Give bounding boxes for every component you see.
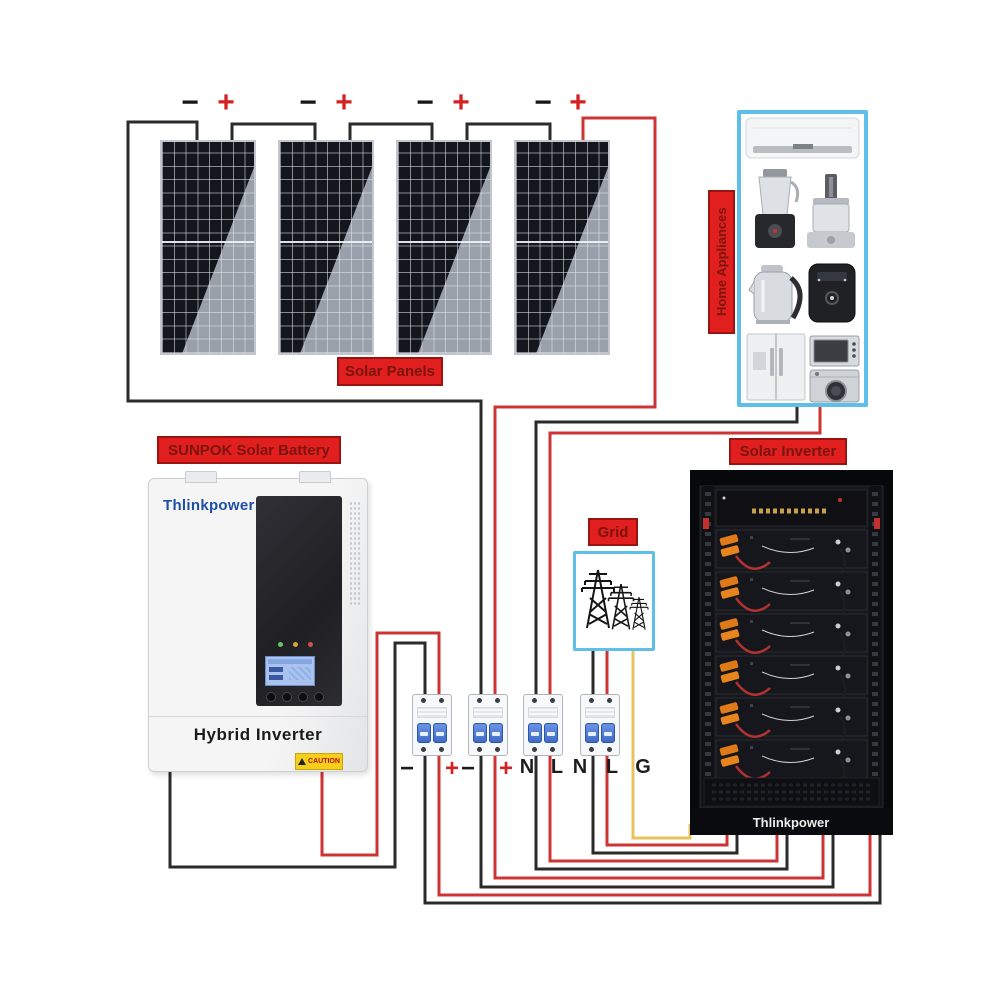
warning-triangle-icon <box>298 758 307 765</box>
breaker-pv <box>468 694 508 756</box>
wire-pv-string-positive <box>493 116 657 700</box>
hybrid-inverter: Thlinkpower Hybrid Inverter CAUTION <box>148 471 368 772</box>
solar-panel-4 <box>514 140 610 355</box>
mounting-tab <box>185 471 217 483</box>
air-conditioner-icon <box>745 117 860 159</box>
caution-sticker: CAUTION <box>295 753 343 770</box>
case-seam <box>149 716 367 717</box>
lcd-screen <box>265 656 315 686</box>
wire-grid-ground <box>631 650 692 840</box>
inverter-brand: Thlinkpower <box>163 497 255 514</box>
vent-perforation <box>349 501 362 606</box>
control-buttons <box>266 692 324 702</box>
wire-appliances-neutral <box>534 405 799 700</box>
terminal-label-minus: − <box>460 755 476 782</box>
rack-brand: Thlinkpower <box>753 815 830 830</box>
wire-breaker1-positive <box>437 754 872 897</box>
breaker-toggle <box>417 722 447 743</box>
food-processor-icon <box>807 174 855 248</box>
battery-controller-module <box>715 489 868 527</box>
breaker-grid <box>580 694 620 756</box>
inverter-product-name: Hybrid Inverter <box>193 725 323 744</box>
caution-text: CAUTION <box>308 758 340 765</box>
wire-appliances-live <box>548 405 822 700</box>
wire-panel-bridge-1 <box>230 122 317 142</box>
grid-box <box>573 551 655 651</box>
mounting-tab <box>299 471 331 483</box>
wire-panel-bridge-3 <box>465 122 552 142</box>
washing-machine-icon <box>809 369 860 403</box>
home-appliances-box <box>737 110 868 407</box>
terminal-label-neutral: N <box>572 756 588 778</box>
terminal-label-live: L <box>605 756 619 778</box>
terminal-label-neutral: N <box>519 756 535 778</box>
breaker-battery <box>412 694 452 756</box>
panel4-plus-sign: + <box>569 86 587 119</box>
transmission-towers-icon <box>581 569 649 631</box>
panel1-minus-sign: − <box>181 86 199 119</box>
wire-breaker2-negative <box>479 754 835 889</box>
solar-battery-label: SUNPOK Solar Battery <box>157 436 341 464</box>
wire-breaker3-live <box>548 754 779 863</box>
breaker-toggle <box>473 722 503 743</box>
panel1-plus-sign: + <box>217 86 235 119</box>
wire-breaker3-neutral <box>534 754 789 871</box>
rack-clip-right <box>874 518 880 529</box>
refrigerator-icon <box>746 333 806 401</box>
panel2-plus-sign: + <box>335 86 353 119</box>
solar-panel-3 <box>396 140 492 355</box>
panel3-plus-sign: + <box>452 86 470 119</box>
appliances-collage <box>745 117 860 403</box>
breaker-load <box>523 694 563 756</box>
inverter-display-panel <box>256 496 342 706</box>
wire-panel-bridge-2 <box>348 122 434 142</box>
blender-icon <box>755 169 800 248</box>
solar-inverter-label: Solar Inverter <box>729 438 847 465</box>
terminal-label-live: L <box>550 756 564 778</box>
wire-breaker4-neutral <box>591 754 739 855</box>
wire-breaker2-positive <box>493 754 825 880</box>
wire-inverter-battery-positive <box>320 631 441 857</box>
wire-pv-string-negative <box>126 120 483 700</box>
grid-label: Grid <box>588 518 638 546</box>
home-appliances-label: Home Appliances <box>708 190 735 334</box>
breaker-toggle <box>585 722 615 743</box>
solar-panel-2 <box>278 140 374 355</box>
wire-breaker1-negative <box>423 754 882 905</box>
terminal-label-ground: G <box>635 756 651 778</box>
terminal-label-minus: − <box>399 755 415 782</box>
panel4-minus-sign: − <box>534 86 552 119</box>
panel2-minus-sign: − <box>299 86 317 119</box>
microwave-oven-icon <box>809 335 860 367</box>
terminal-label-plus: + <box>498 755 514 782</box>
rack-clip-left <box>703 518 709 529</box>
electric-kettle-icon <box>748 265 803 324</box>
panel3-minus-sign: − <box>416 86 434 119</box>
solar-panel-1 <box>160 140 256 355</box>
terminal-label-plus: + <box>444 755 460 782</box>
status-led-icons <box>278 642 313 647</box>
breaker-toggle <box>528 722 558 743</box>
battery-rack-cabinet: Thlinkpower <box>690 470 893 835</box>
solar-panels-label: Solar Panels <box>337 357 443 386</box>
air-fryer-icon <box>808 263 856 323</box>
wire-inverter-battery-negative <box>168 641 427 869</box>
